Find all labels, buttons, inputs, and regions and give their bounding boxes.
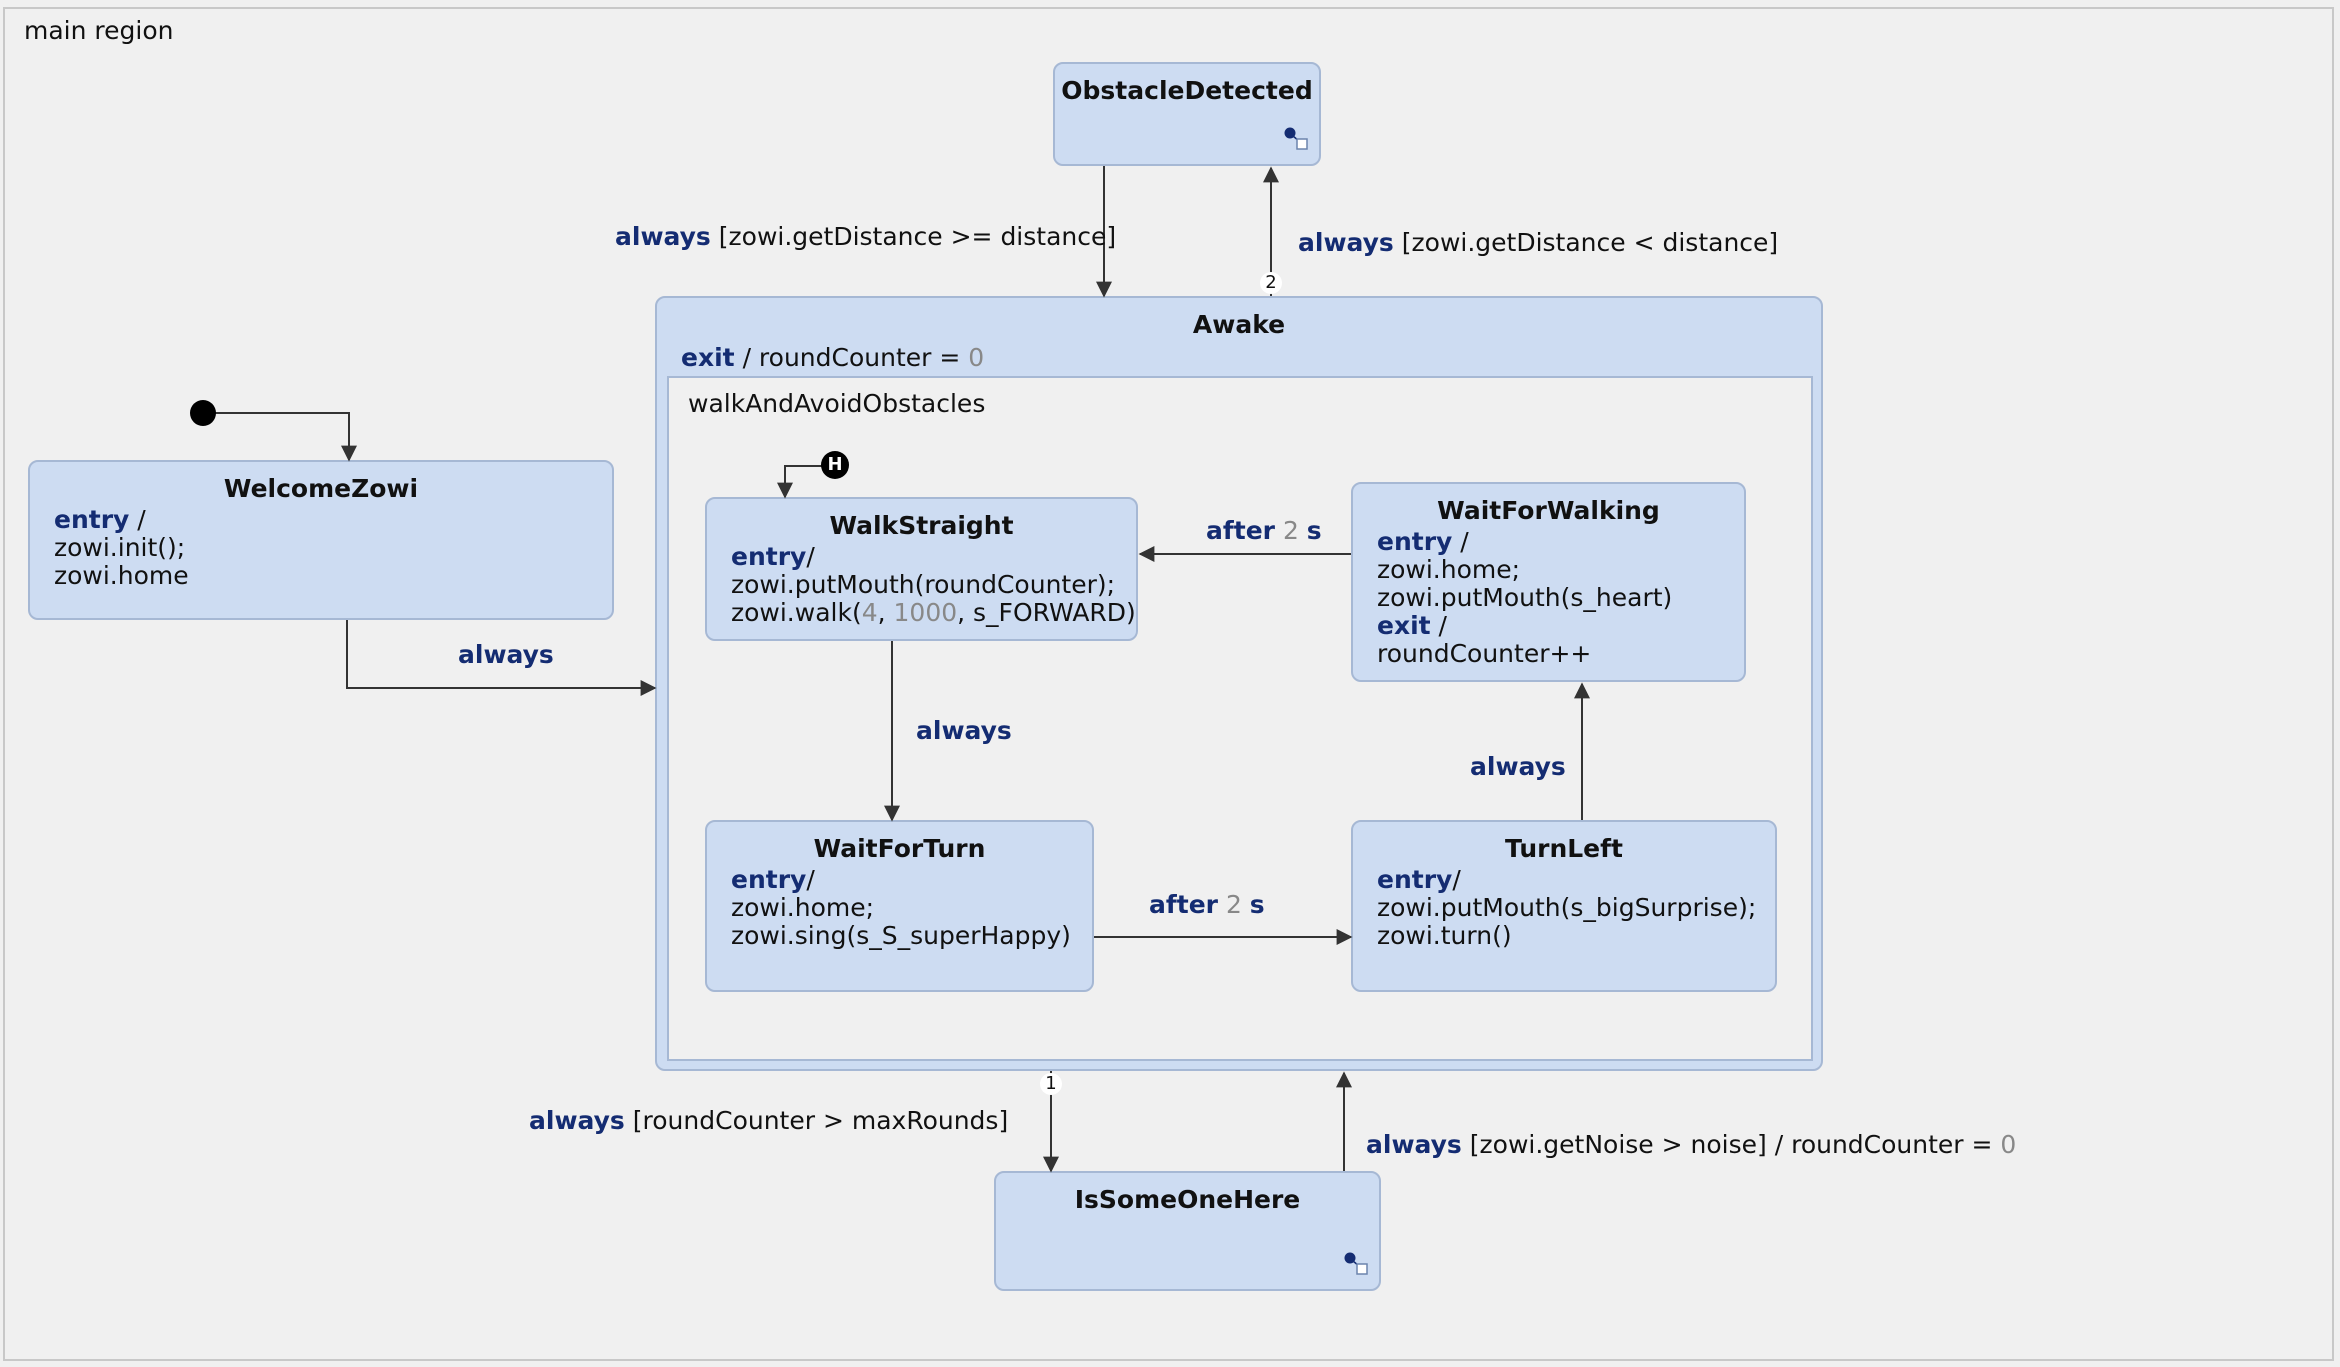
state-wait-for-walking[interactable]: WaitForWalking entry / zowi.home; zowi.p… <box>1351 482 1746 682</box>
transition-welcome-to-awake <box>346 620 657 696</box>
transition-initial-to-welcome <box>215 412 357 462</box>
label-awake-to-obstacle[interactable]: always [zowi.getDistance < distance] <box>1298 228 1779 257</box>
priority-badge: 2 <box>1260 272 1282 294</box>
exit-action-text: / roundCounter = <box>742 343 969 372</box>
state-actions: entry/ zowi.putMouth(roundCounter); zowi… <box>731 542 1136 627</box>
diagram-canvas <box>3 7 2334 1361</box>
label-welcome-to-awake[interactable]: always <box>458 640 554 669</box>
entry-keyword: entry <box>731 865 807 894</box>
main-region-label: main region <box>24 16 174 45</box>
state-title: WalkStraight <box>829 511 1014 540</box>
action-line: zowi.home <box>54 561 189 590</box>
composite-state-icon <box>1284 127 1308 150</box>
exit-action-value: 0 <box>968 343 985 372</box>
action-line: roundCounter++ <box>1377 639 1592 668</box>
label-obstacle-to-awake[interactable]: always [zowi.getDistance >= distance] <box>615 222 1117 251</box>
action-line: zowi.home; <box>1377 555 1521 584</box>
label-turnleft-to-waitwalking[interactable]: always <box>1470 752 1566 781</box>
state-title: Awake <box>1192 310 1286 339</box>
initial-pseudostate <box>190 400 216 426</box>
history-symbol: H <box>827 454 843 475</box>
entry-keyword: entry <box>54 505 130 534</box>
awake-exit-action: exit / roundCounter = 0 <box>681 344 984 372</box>
action-line: zowi.home; <box>731 893 875 922</box>
action-line: zowi.putMouth(roundCounter); <box>731 570 1116 599</box>
state-title: ObstacleDetected <box>1061 76 1313 105</box>
exit-keyword: exit <box>1377 611 1431 640</box>
state-turn-left[interactable]: TurnLeft entry/ zowi.putMouth(s_bigSurpr… <box>1351 820 1777 992</box>
state-title: WaitForWalking <box>1437 496 1660 525</box>
entry-keyword: entry <box>731 542 807 571</box>
state-walk-straight[interactable]: WalkStraight entry/ zowi.putMouth(roundC… <box>705 497 1138 641</box>
action-line: zowi.turn() <box>1377 921 1512 950</box>
label-waitwalking-to-walk[interactable]: after 2 s <box>1206 516 1322 545</box>
inner-region-label: walkAndAvoidObstacles <box>688 389 986 418</box>
state-actions: entry/ zowi.home; zowi.sing(s_S_superHap… <box>731 865 1071 950</box>
label-awake-to-someone[interactable]: always [roundCounter > maxRounds] <box>529 1106 1009 1135</box>
entry-keyword: entry <box>1377 865 1453 894</box>
action-line: zowi.sing(s_S_superHappy) <box>731 921 1071 950</box>
state-title: TurnLeft <box>1505 834 1623 863</box>
state-title: WelcomeZowi <box>223 474 419 503</box>
state-title: WaitForTurn <box>813 834 986 863</box>
history-pseudostate <box>821 451 849 479</box>
exit-keyword: exit <box>681 343 735 372</box>
label-someone-to-awake[interactable]: always [zowi.getNoise > noise] / roundCo… <box>1366 1130 2017 1159</box>
state-actions: entry/ zowi.putMouth(s_bigSurprise); zow… <box>1377 865 1757 950</box>
action-line: zowi.init(); <box>54 533 186 562</box>
action-line: zowi.putMouth(s_bigSurprise); <box>1377 893 1757 922</box>
label-walk-to-waitturn[interactable]: always <box>916 716 1012 745</box>
action-line: zowi.putMouth(s_heart) <box>1377 583 1673 612</box>
priority-badge: 1 <box>1040 1073 1062 1095</box>
label-waitturn-to-turnleft[interactable]: after 2 s <box>1149 890 1265 919</box>
state-actions: entry / zowi.home; zowi.putMouth(s_heart… <box>1377 527 1673 668</box>
entry-keyword: entry <box>1377 527 1453 556</box>
state-title: IsSomeOneHere <box>1074 1185 1301 1214</box>
composite-state-icon <box>1344 1252 1368 1275</box>
state-welcome-zowi[interactable]: WelcomeZowi entry / zowi.init(); zowi.ho… <box>28 460 614 620</box>
transition-history-to-walk <box>777 465 822 499</box>
state-obstacle-detected[interactable]: ObstacleDetected <box>1053 62 1321 166</box>
state-actions: entry / zowi.init(); zowi.home <box>54 505 189 590</box>
state-wait-for-turn[interactable]: WaitForTurn entry/ zowi.home; zowi.sing(… <box>705 820 1094 992</box>
action-line: zowi.walk(4, 1000, s_FORWARD) <box>731 598 1136 627</box>
state-is-someone-here[interactable]: IsSomeOneHere <box>994 1171 1381 1291</box>
